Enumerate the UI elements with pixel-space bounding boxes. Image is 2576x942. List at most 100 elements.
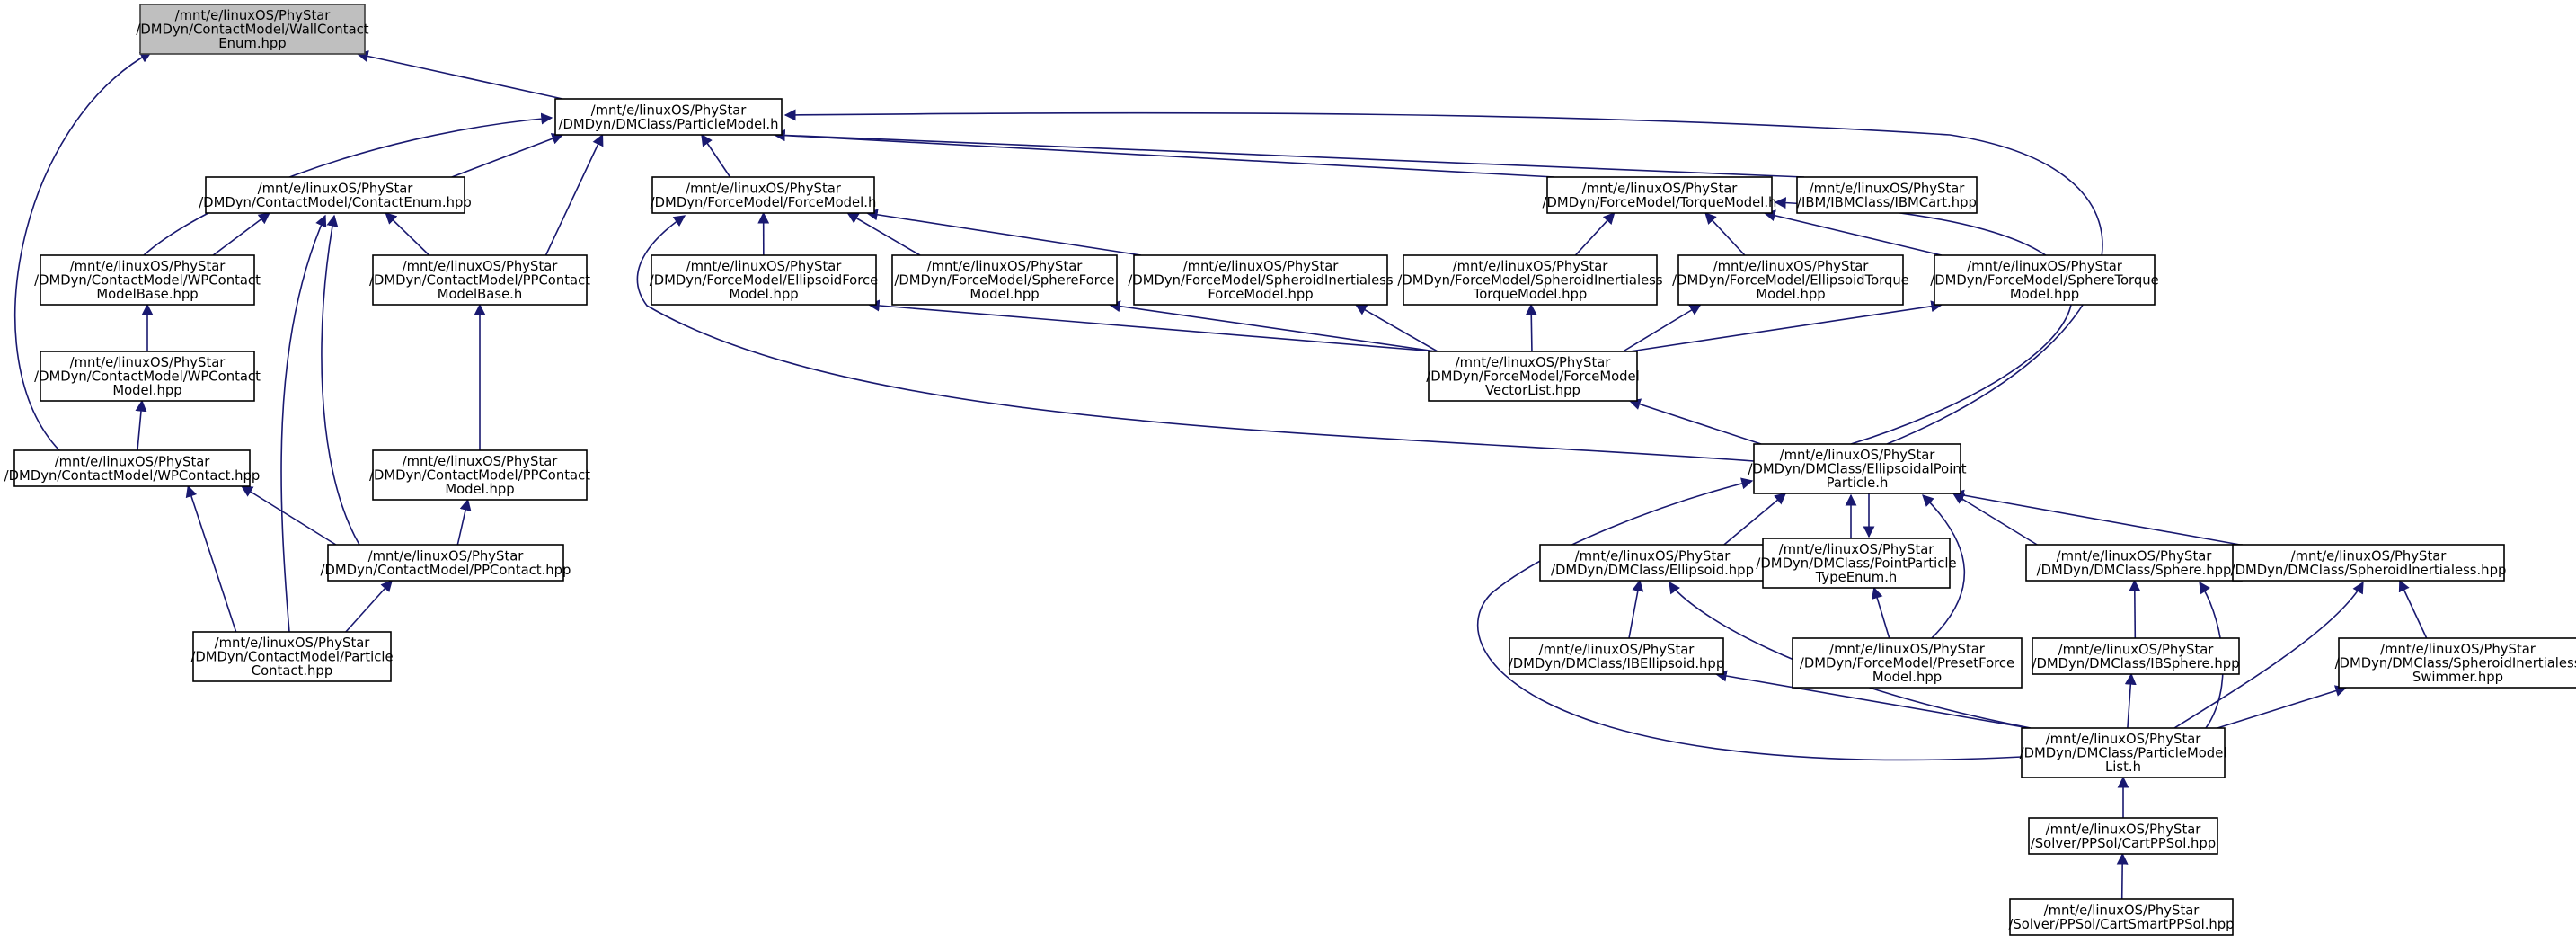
edge-arrow (773, 129, 1555, 178)
node-ellipsoidalpointparticle[interactable]: /mnt/e/linuxOS/PhyStar/DMDyn/DMClass/Ell… (1748, 443, 1967, 494)
node-cartppsol[interactable]: /mnt/e/linuxOS/PhyStar/Solver/PPSol/Cart… (2028, 817, 2218, 855)
node-sphere[interactable]: /mnt/e/linuxOS/PhyStar/DMDyn/DMClass/Sph… (2025, 544, 2243, 582)
edge-arrow (1871, 586, 1890, 639)
node-spheroidinertialessswimmer[interactable]: /mnt/e/linuxOS/PhyStar/DMDyn/DMClass/Sph… (2335, 637, 2576, 689)
node-label-line: /mnt/e/linuxOS/PhyStar (1829, 642, 1986, 657)
edge-spheroidinertialessforce-to-forcemodel-h (865, 209, 1142, 256)
node-label-line: /DMDyn/ContactModel/Particle (190, 650, 393, 665)
edge-arrow (456, 498, 472, 546)
node-ibsphere[interactable]: /mnt/e/linuxOS/PhyStar/DMDyn/DMClass/IBS… (2032, 637, 2240, 675)
edge-arrow (212, 212, 270, 256)
edge-particlemodellist-to-spheroidinertialessswimmer (2217, 685, 2348, 729)
node-box (1753, 443, 1961, 494)
node-box (1133, 254, 1388, 306)
node-ppcontactmodelbase[interactable]: /mnt/e/linuxOS/PhyStar/DMDyn/ContactMode… (369, 254, 590, 306)
node-label-line: Model.hpp (445, 482, 514, 497)
node-cartsmartppsol[interactable]: /mnt/e/linuxOS/PhyStar/Solver/PPSol/Cart… (2008, 898, 2235, 936)
node-spheroidinertialess[interactable]: /mnt/e/linuxOS/PhyStar/DMDyn/DMClass/Sph… (2231, 544, 2507, 582)
edge-arrow (2217, 685, 2348, 729)
node-label-line: /mnt/e/linuxOS/PhyStar (591, 102, 748, 118)
node-box (1796, 176, 1978, 214)
edge-arrow (1623, 304, 1702, 352)
node-contactenum[interactable]: /mnt/e/linuxOS/PhyStar/DMDyn/ContactMode… (199, 176, 472, 214)
node-box (1792, 637, 2023, 689)
node-box (1509, 637, 1724, 675)
node-forcemodelvectorlist[interactable]: /mnt/e/linuxOS/PhyStar/DMDyn/ForceModel/… (1426, 351, 1640, 402)
node-box (205, 176, 465, 214)
edge-ppcontactmodelbase-to-contactenum (385, 212, 430, 256)
node-label-line: /DMDyn/ContactModel/WallContact (136, 22, 368, 38)
node-ellipsoidforce[interactable]: /mnt/e/linuxOS/PhyStar/DMDyn/ForceModel/… (650, 254, 878, 306)
edge-arrow (2116, 852, 2129, 900)
node-particlemodel-h[interactable]: /mnt/e/linuxOS/PhyStar/DMDyn/DMClass/Par… (554, 98, 783, 136)
edge-sphere-to-ellipsoidalpointparticle (1952, 493, 2038, 546)
edge-torquemodel-h-to-particlemodel-h (773, 129, 1555, 178)
edge-arrow (783, 109, 2103, 445)
edge-ibmcart-to-particlemodel-h (773, 129, 1805, 178)
node-forcemodel-h[interactable]: /mnt/e/linuxOS/PhyStar/DMDyn/ForceModel/… (651, 176, 877, 214)
edge-arrow (143, 112, 553, 256)
edge-ppcontactmodelbase-to-particlemodel-h (544, 133, 604, 256)
edge-arrow (1922, 494, 1966, 639)
edge-ellipsoidalpointparticle-to-torquemodel-h (1774, 197, 2073, 445)
node-box (891, 254, 1118, 306)
node-wallcontactenum[interactable]: /mnt/e/linuxOS/PhyStar/DMDyn/ContactMode… (136, 4, 369, 55)
edge-arrow (1763, 209, 1943, 256)
node-label-line: /mnt/e/linuxOS/PhyStar (1539, 642, 1695, 657)
edge-particlecontact-to-ppcontact (345, 580, 394, 633)
node-presetforcemodel[interactable]: /mnt/e/linuxOS/PhyStar/DMDyn/ForceModel/… (1792, 637, 2023, 689)
node-particlemodellist[interactable]: /mnt/e/linuxOS/PhyStar/DMDyn/DMClass/Par… (2020, 727, 2227, 778)
node-label-line: /mnt/e/linuxOS/PhyStar (1713, 259, 1870, 274)
edge-arrow (1628, 579, 1644, 639)
node-label-line: Enum.hpp (218, 36, 286, 51)
node-wpcontactmodelbase[interactable]: /mnt/e/linuxOS/PhyStar/DMDyn/ContactMode… (34, 254, 261, 306)
node-ellipsoid[interactable]: /mnt/e/linuxOS/PhyStar/DMDyn/DMClass/Ell… (1539, 544, 1766, 582)
edge-forcemodelvectorlist-to-ellipsoidtorque (1623, 304, 1702, 352)
node-wpcontact[interactable]: /mnt/e/linuxOS/PhyStar/DMDyn/ContactMode… (4, 449, 261, 487)
node-ibmcart[interactable]: /mnt/e/linuxOS/PhyStar/IBM/IBMClass/IBMC… (1796, 176, 1978, 214)
node-label-line: /DMDyn/DMClass/SpheroidInertialess.hpp (2231, 563, 2507, 578)
node-label-line: /mnt/e/linuxOS/PhyStar (175, 8, 332, 23)
edge-arrow (14, 51, 153, 451)
edge-arrow (1952, 489, 2241, 546)
node-box (651, 176, 875, 214)
edge-arrow (135, 399, 147, 451)
edge-arrow (1628, 398, 1762, 445)
node-label-line: /mnt/e/linuxOS/PhyStar (2057, 548, 2213, 564)
edge-arrow (1952, 493, 2038, 546)
node-ibellipsoid[interactable]: /mnt/e/linuxOS/PhyStar/DMDyn/DMClass/IBE… (1509, 637, 1724, 675)
node-wpcontactmodel[interactable]: /mnt/e/linuxOS/PhyStar/DMDyn/ContactMode… (34, 351, 261, 402)
node-label-line: /DMDyn/ContactModel/PPContact (369, 273, 590, 289)
node-label-line: /mnt/e/linuxOS/PhyStar (1967, 259, 2123, 274)
node-label-line: /DMDyn/DMClass/PointParticle (1756, 556, 1956, 572)
node-box (13, 449, 251, 487)
node-ppcontact[interactable]: /mnt/e/linuxOS/PhyStar/DMDyn/ContactMode… (321, 544, 571, 582)
node-label-line: /mnt/e/linuxOS/PhyStar (1810, 181, 1966, 196)
node-label-line: VectorList.hpp (1485, 383, 1580, 398)
node-spheroidinertialesstorque[interactable]: /mnt/e/linuxOS/PhyStar/DMDyn/ForceModel/… (1397, 254, 1663, 306)
node-spheretorque[interactable]: /mnt/e/linuxOS/PhyStar/DMDyn/ForceModel/… (1930, 254, 2159, 306)
edge-arrow (865, 209, 1142, 256)
node-box (651, 254, 877, 306)
node-box (1762, 538, 1951, 589)
node-label-line: /DMDyn/ForceModel/SphereTorque (1930, 273, 2159, 289)
node-label-line: /Solver/PPSol/CartSmartPPSol.hpp (2008, 917, 2234, 932)
node-particlecontact[interactable]: /mnt/e/linuxOS/PhyStar/DMDyn/ContactMode… (190, 631, 394, 682)
edge-ellipsoidtorque-to-torquemodel-h (1704, 212, 1746, 256)
node-box (1546, 176, 1773, 214)
node-label-line: /DMDyn/ForceModel/PresetForce (1800, 656, 2014, 671)
node-label-line: /DMDyn/ForceModel/SpheroidInertialess (1128, 273, 1393, 289)
node-ellipsoidtorque[interactable]: /mnt/e/linuxOS/PhyStar/DMDyn/ForceModel/… (1672, 254, 1909, 306)
node-pointparticletypeenum[interactable]: /mnt/e/linuxOS/PhyStar/DMDyn/DMClass/Poi… (1756, 538, 1957, 589)
node-label-line: /mnt/e/linuxOS/PhyStar (215, 635, 371, 651)
node-label-line: /mnt/e/linuxOS/PhyStar (70, 355, 226, 370)
node-label-line: /DMDyn/ContactModel/WPContact.hpp (4, 468, 261, 484)
node-box (1428, 351, 1638, 402)
node-box (192, 631, 392, 682)
node-ppcontactmodel[interactable]: /mnt/e/linuxOS/PhyStar/DMDyn/ContactMode… (369, 449, 590, 501)
node-spheroidinertialessforce[interactable]: /mnt/e/linuxOS/PhyStar/DMDyn/ForceModel/… (1128, 254, 1394, 306)
node-box (1934, 254, 2156, 306)
node-torquemodel-h[interactable]: /mnt/e/linuxOS/PhyStar/DMDyn/ForceModel/… (1543, 176, 1777, 214)
node-sphereforce[interactable]: /mnt/e/linuxOS/PhyStar/DMDyn/ForceModel/… (891, 254, 1118, 306)
